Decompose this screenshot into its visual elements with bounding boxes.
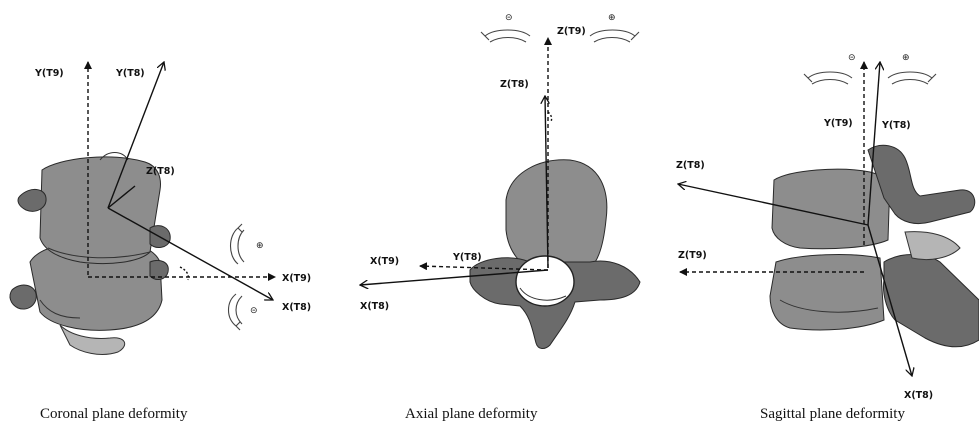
coronal-sign-negative: ⊝	[250, 306, 258, 316]
axial-label-x-t8: X(T8)	[360, 301, 389, 312]
sagittal-rotation-positive-icon: ⊕	[888, 53, 936, 84]
axial-rotation-positive-icon: ⊕	[590, 13, 639, 42]
coronal-label-y-t8: Y(T8)	[115, 68, 145, 79]
coronal-label-y-t9: Y(T9)	[34, 68, 64, 79]
sagittal-sign-negative: ⊝	[848, 53, 856, 63]
axial-sign-positive: ⊕	[608, 13, 616, 23]
coronal-sign-positive: ⊕	[256, 241, 264, 251]
axial-label-z-t8: Z(T8)	[500, 79, 529, 90]
coronal-caption: Coronal plane deformity	[40, 406, 188, 422]
coronal-vertebra-illustration	[10, 153, 170, 355]
sagittal-rotation-negative-icon: ⊝	[804, 53, 856, 84]
sagittal-panel: Y(T9) Y(T8) Z(T8) Z(T9) X(T8) ⊝ ⊕ Sagitt…	[676, 53, 979, 422]
axial-sign-negative: ⊝	[505, 13, 513, 23]
sagittal-label-z-t8: Z(T8)	[676, 160, 705, 171]
coronal-angle-arc	[180, 267, 188, 280]
axial-label-y-t8: Y(T8)	[452, 252, 482, 263]
coronal-label-z-t8: Z(T8)	[146, 166, 175, 177]
axial-panel: Z(T9) Z(T8) Y(T8) X(T9) X(T8) ⊝ ⊕ Axial …	[360, 13, 640, 422]
axial-caption: Axial plane deformity	[405, 406, 538, 422]
sagittal-caption: Sagittal plane deformity	[760, 406, 905, 422]
axial-label-z-t9: Z(T9)	[557, 26, 586, 37]
coronal-label-x-t8: X(T8)	[282, 302, 311, 313]
sagittal-label-y-t8: Y(T8)	[881, 120, 911, 131]
sagittal-label-x-t8: X(T8)	[904, 390, 933, 401]
sagittal-sign-positive: ⊕	[902, 53, 910, 63]
coronal-panel: Y(T9) Y(T8) Z(T8) X(T9) X(T8) ⊕ ⊝ Corona…	[10, 62, 311, 422]
coronal-label-x-t9: X(T9)	[282, 273, 311, 284]
axial-label-x-t9: X(T9)	[370, 256, 399, 267]
coronal-rotation-negative-icon: ⊝	[229, 294, 258, 330]
sagittal-label-y-t9: Y(T9)	[823, 118, 853, 129]
coronal-rotation-positive-icon: ⊕	[231, 224, 264, 264]
sagittal-label-z-t9: Z(T9)	[678, 250, 707, 261]
axial-vertebra-illustration	[470, 160, 640, 349]
axial-rotation-negative-icon: ⊝	[481, 13, 530, 42]
